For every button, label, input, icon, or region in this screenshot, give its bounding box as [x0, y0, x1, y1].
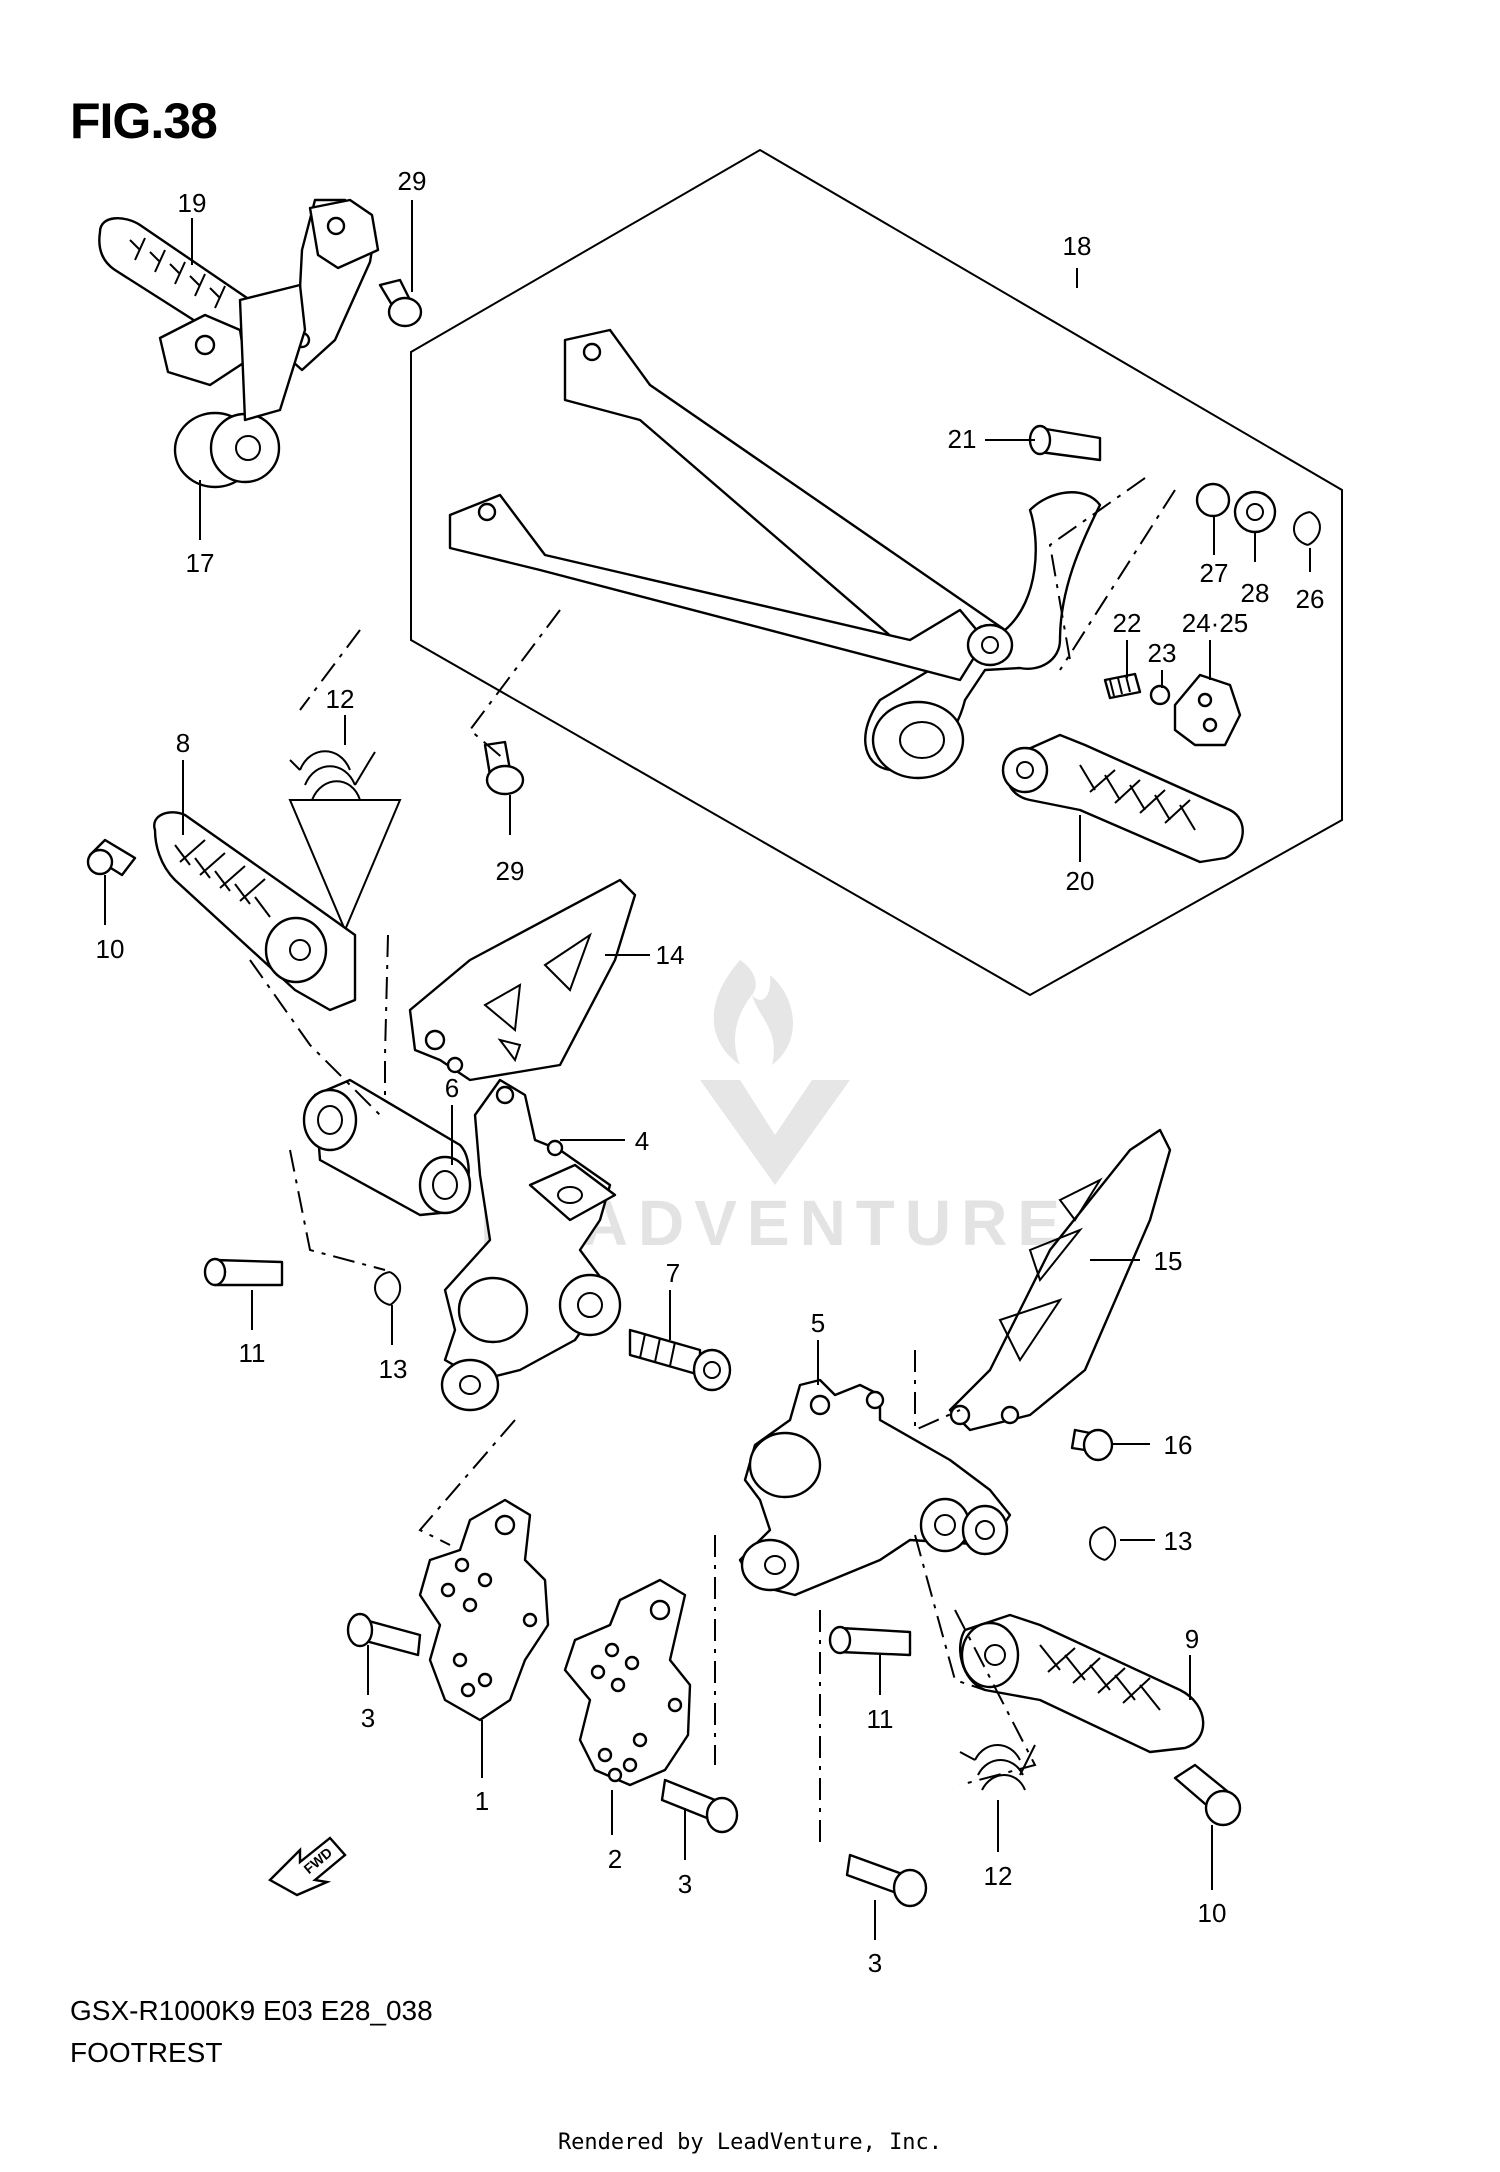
callout-13-right: 13 — [1164, 1526, 1193, 1556]
plate-1 — [418, 1498, 550, 1722]
screw-29-top — [378, 278, 423, 328]
callout-21: 21 — [948, 424, 977, 454]
callout-20: 20 — [1066, 866, 1095, 896]
callout-18: 18 — [1063, 231, 1092, 261]
callout-22: 22 — [1113, 608, 1142, 638]
callout-labels: 19 29 17 18 21 27 28 26 22 23 24·25 20 1… — [96, 166, 1325, 1978]
callout-28: 28 — [1241, 578, 1270, 608]
callout-24-25: 24·25 — [1182, 608, 1249, 638]
callout-3-left: 3 — [361, 1703, 375, 1733]
callout-26: 26 — [1296, 584, 1325, 614]
part-27-28-26 — [1195, 482, 1321, 546]
callout-23: 23 — [1148, 638, 1177, 668]
heel-plate-14 — [408, 878, 637, 1082]
pin-21 — [1028, 424, 1102, 462]
heel-plate-15 — [948, 1128, 1172, 1432]
plate-2 — [563, 1578, 692, 1787]
bolt-3-left — [346, 1612, 422, 1657]
assembly-18-outline — [410, 148, 1343, 997]
callout-11-right: 11 — [867, 1704, 894, 1734]
spring-12-top — [288, 750, 402, 933]
footrest-20 — [1001, 733, 1244, 864]
pivot-6 — [302, 1078, 472, 1217]
callout-7: 7 — [666, 1258, 680, 1288]
clip-13-right — [1089, 1526, 1117, 1561]
part-22-23-24-25 — [1103, 672, 1242, 747]
bolt-3-center — [660, 1778, 739, 1834]
leader-lines — [104, 200, 1311, 1940]
callout-16: 16 — [1164, 1430, 1193, 1460]
part-19-17-assembly — [98, 198, 380, 489]
section-name: FOOTREST — [70, 2037, 223, 2068]
credit-line: Rendered by LeadVenture, Inc. — [557, 2130, 943, 2155]
callout-15: 15 — [1154, 1246, 1183, 1276]
callout-12-top: 12 — [326, 684, 355, 714]
callout-11-left: 11 — [239, 1338, 266, 1368]
callout-14: 14 — [656, 940, 685, 970]
clip-13-left — [374, 1271, 402, 1306]
screw-29-lower — [483, 740, 525, 796]
pin-11-right — [828, 1625, 912, 1657]
callout-2: 2 — [608, 1844, 622, 1874]
bolt-7 — [628, 1328, 732, 1392]
callout-19: 19 — [178, 188, 207, 218]
callout-4: 4 — [635, 1126, 649, 1156]
callout-3-right: 3 — [868, 1948, 882, 1978]
callout-10-left: 10 — [96, 934, 125, 964]
footrest-9 — [958, 1613, 1205, 1754]
footrest-8 — [153, 811, 357, 1012]
callout-27: 27 — [1200, 558, 1229, 588]
callout-17: 17 — [186, 548, 215, 578]
bracket-5 — [738, 1378, 1012, 1597]
callout-10-right: 10 — [1198, 1898, 1227, 1928]
callout-3-center: 3 — [678, 1869, 692, 1899]
callout-6: 6 — [445, 1073, 459, 1103]
bolt-10-left — [86, 838, 137, 877]
spring-12-bottom — [959, 1744, 1036, 1791]
screw-16 — [1070, 1428, 1114, 1462]
model-code: GSX-R1000K9 E03 E28_038 — [70, 1995, 433, 2026]
callout-9: 9 — [1185, 1624, 1199, 1654]
assembly-lines — [249, 477, 1176, 1850]
callout-1: 1 — [475, 1786, 489, 1816]
callout-8: 8 — [176, 728, 190, 758]
figure-title: FIG.38 — [70, 93, 218, 149]
callout-12-bottom: 12 — [984, 1861, 1013, 1891]
bolt-10-right — [1173, 1763, 1242, 1827]
callout-29-top: 29 — [398, 166, 427, 196]
callout-5: 5 — [811, 1308, 825, 1338]
pin-11-left — [203, 1257, 284, 1287]
bolt-3-right — [845, 1853, 928, 1908]
callout-29-lower: 29 — [496, 856, 525, 886]
fwd-arrow: FWD — [268, 1836, 347, 1897]
part-18-bracket — [448, 328, 1102, 780]
callout-13-left: 13 — [379, 1354, 408, 1384]
bracket-4 — [440, 1078, 622, 1412]
